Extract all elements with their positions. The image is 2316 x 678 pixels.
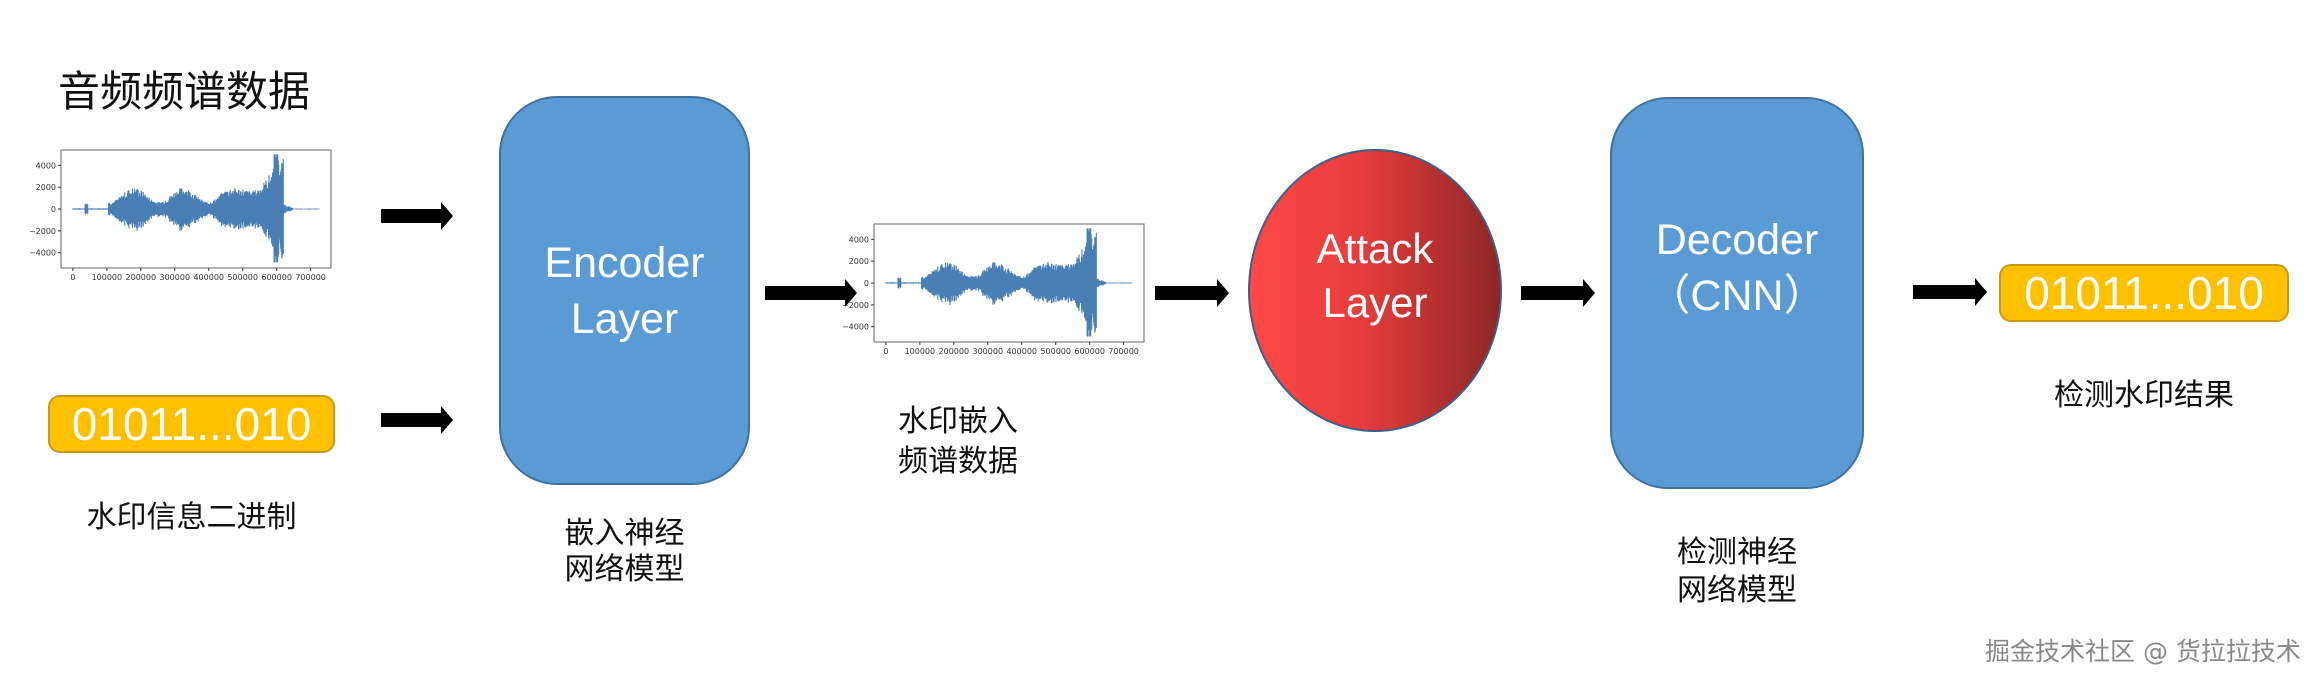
arrow-right-icon xyxy=(381,406,453,434)
x-tick-label: 300000 xyxy=(973,347,1004,356)
input-audio-title: 音频频谱数据 xyxy=(58,67,311,116)
detected-bits-text: 01011...010 xyxy=(2024,267,2264,319)
watermarked-caption-line2: 频谱数据 xyxy=(898,444,1018,479)
y-tick-label: −2000 xyxy=(843,301,869,310)
attack-label-line2: Layer xyxy=(1322,278,1428,326)
decoder-caption: 检测神经 网络模型 xyxy=(1610,534,1864,610)
source-watermark: 掘金技术社区 @ 货拉拉技术 xyxy=(1985,637,2301,666)
watermarked-caption: 水印嵌入 频谱数据 xyxy=(858,402,1058,482)
arrow-right-icon xyxy=(1913,278,1987,306)
x-tick-label: 200000 xyxy=(939,347,970,356)
decoder-label-line2: （CNN） xyxy=(1647,272,1827,320)
y-tick-label: 4000 xyxy=(849,235,869,244)
attack-layer-ellipse: Attack Layer xyxy=(1248,149,1502,432)
x-tick-label: 500000 xyxy=(1040,347,1071,356)
waveform-signal xyxy=(72,154,320,263)
arrow-right-icon xyxy=(381,202,453,230)
watermark-bits-input-box: 01011...010 xyxy=(48,395,335,453)
detection-result-caption: 检测水印结果 xyxy=(2054,378,2234,413)
decoder-cnn-block: Decoder （CNN） xyxy=(1610,97,1864,489)
decoder-label-line1: Decoder xyxy=(1655,216,1819,264)
x-tick-label: 200000 xyxy=(126,273,157,282)
x-tick-label: 400000 xyxy=(193,273,224,282)
encoder-caption: 嵌入神经 网络模型 xyxy=(499,516,750,588)
watermarked-caption-line1: 水印嵌入 xyxy=(898,404,1018,439)
arrow-right-icon xyxy=(1155,279,1229,307)
x-tick-label: 700000 xyxy=(295,273,326,282)
attack-label-line1: Attack xyxy=(1316,224,1434,272)
encoder-caption-line1: 嵌入神经 xyxy=(564,516,685,551)
y-tick-label: −4000 xyxy=(843,323,869,332)
encoder-label-line2: Layer xyxy=(570,294,679,343)
y-tick-label: −4000 xyxy=(30,249,56,258)
encoder-label-line1: Encoder xyxy=(544,238,705,287)
watermark-bits-caption: 水印信息二进制 xyxy=(86,500,297,535)
x-tick-label: 400000 xyxy=(1006,347,1037,356)
watermark-bits-text: 01011...010 xyxy=(71,398,312,450)
arrow-right-icon xyxy=(1521,279,1595,307)
y-tick-label: −2000 xyxy=(30,227,56,236)
y-tick-label: 2000 xyxy=(36,183,56,192)
detected-bits-box: 01011...010 xyxy=(1999,264,2289,322)
arrow-right-icon xyxy=(765,279,857,307)
x-tick-label: 100000 xyxy=(905,347,936,356)
x-tick-label: 0 xyxy=(883,347,888,356)
x-tick-label: 600000 xyxy=(261,273,292,282)
encoder-caption-line2: 网络模型 xyxy=(564,552,685,587)
x-tick-label: 300000 xyxy=(160,273,191,282)
y-tick-label: 2000 xyxy=(849,257,869,266)
y-tick-label: 0 xyxy=(864,279,869,288)
x-tick-label: 100000 xyxy=(92,273,123,282)
decoder-caption-line1: 检测神经 xyxy=(1677,535,1797,570)
decoder-caption-line2: 网络模型 xyxy=(1677,573,1797,608)
x-tick-label: 500000 xyxy=(227,273,258,282)
y-tick-label: 0 xyxy=(51,205,56,214)
x-tick-label: 0 xyxy=(70,273,75,282)
y-tick-label: 4000 xyxy=(36,161,56,170)
x-tick-label: 600000 xyxy=(1074,347,1105,356)
x-tick-label: 700000 xyxy=(1108,347,1139,356)
waveform-signal xyxy=(885,228,1133,337)
encoder-layer-block: Encoder Layer xyxy=(499,96,750,485)
